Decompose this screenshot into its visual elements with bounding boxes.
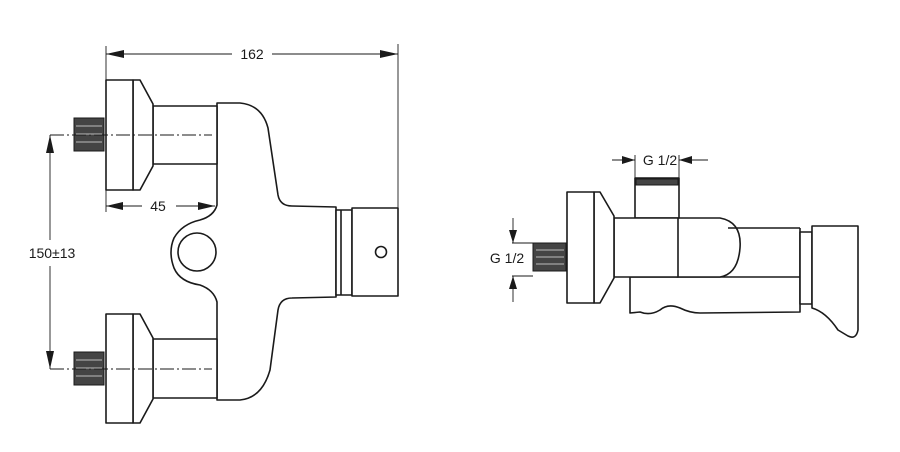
dimension-45-label: 45 xyxy=(150,198,166,214)
side-view: G 1/2 G 1/2 xyxy=(484,152,859,338)
side-body xyxy=(629,276,801,315)
upper-inlet xyxy=(50,79,218,191)
dimension-outlet-thread: G 1/2 xyxy=(612,152,708,178)
side-knob xyxy=(811,225,859,338)
dimension-150: 150±13 xyxy=(29,135,76,369)
diverter-hole xyxy=(177,232,217,272)
outlet-thread-label: G 1/2 xyxy=(643,152,677,168)
knob-marker-icon xyxy=(374,245,388,259)
side-knob-ring xyxy=(799,231,813,305)
dimension-162: 162 xyxy=(105,44,399,210)
lower-inlet xyxy=(50,313,218,424)
inlet-thread-label: G 1/2 xyxy=(490,250,524,266)
dimension-162-label: 162 xyxy=(240,46,264,62)
dimension-inlet-thread: G 1/2 xyxy=(484,218,533,302)
dimension-45: 45 xyxy=(105,190,215,214)
knob-ring xyxy=(335,209,353,296)
dimension-150-label: 150±13 xyxy=(29,245,76,261)
mixer-body xyxy=(170,102,337,401)
front-view: 162 xyxy=(29,44,399,424)
